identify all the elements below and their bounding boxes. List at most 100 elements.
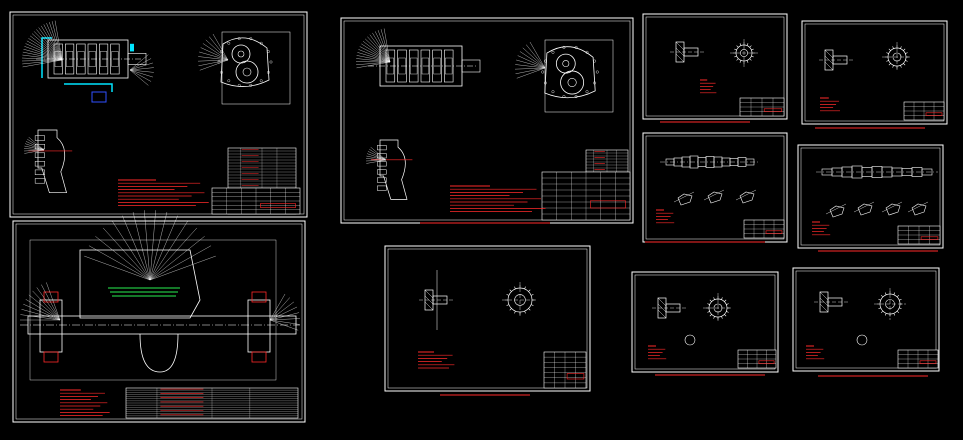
assembly-1-front-view-bolt bbox=[249, 37, 253, 41]
part-r1c2-spline bbox=[888, 63, 891, 66]
assembly-1-leader bbox=[36, 29, 63, 61]
assembly-1-leader bbox=[22, 51, 63, 61]
sheet-frame-shaft-r2c2 bbox=[797, 144, 944, 249]
title-block-name-cell bbox=[763, 108, 783, 112]
assembly-1-leader-fork bbox=[27, 139, 45, 151]
assembly-1-leader-fv bbox=[200, 47, 229, 61]
part-r3c2-spline bbox=[878, 298, 881, 301]
assembly-1-leader-fv bbox=[198, 56, 229, 61]
part-r1c2-spline bbox=[892, 65, 894, 68]
assembly-2-view-border bbox=[29, 239, 277, 381]
part-r3c2-spline bbox=[880, 310, 884, 314]
assembly-1-leader bbox=[43, 24, 63, 61]
assembly-3-leader bbox=[362, 41, 391, 63]
assembly-1-front-view-bore bbox=[242, 67, 252, 77]
part-r3c1-spline bbox=[709, 314, 712, 317]
assembly-1-leader bbox=[129, 67, 154, 71]
sheet-frame-part-r3c2 bbox=[792, 267, 940, 372]
part-cb-spline bbox=[524, 310, 526, 314]
assembly-2-leader bbox=[149, 227, 197, 281]
part-r1c2-spline bbox=[892, 46, 894, 49]
assembly-3-leader-fork bbox=[366, 159, 387, 164]
assembly-3-leader bbox=[358, 49, 391, 63]
part-r1c1-spline bbox=[749, 58, 752, 61]
assembly-2-leader bbox=[36, 287, 61, 321]
assembly-2-leader bbox=[103, 227, 151, 281]
part-r1c2-spline bbox=[903, 48, 906, 51]
assembly-1-front-view-gear-upper bbox=[231, 44, 251, 64]
assembly-1-housing-gear-hub bbox=[88, 51, 96, 67]
assembly-1-front-view-bolt bbox=[267, 50, 270, 53]
shaft-r2c2-step bbox=[921, 168, 933, 176]
assembly-3-housing-gear-hub bbox=[445, 57, 453, 75]
part-r1c2-spline bbox=[905, 60, 908, 62]
title-block-name-cell bbox=[920, 236, 939, 240]
assembly-1-leader-fv bbox=[212, 33, 229, 61]
part-cb-spline bbox=[530, 304, 534, 306]
sheet-inner-border bbox=[387, 248, 588, 389]
assembly-1-front-view-bolt bbox=[249, 83, 253, 87]
assembly-2-hub bbox=[39, 299, 63, 353]
assembly-3-leader-fv bbox=[516, 67, 546, 79]
assembly-2-leader bbox=[149, 210, 156, 281]
part-r3c2-spline bbox=[899, 307, 902, 310]
assembly-3-view-border bbox=[544, 39, 614, 113]
part-r1c1-bore bbox=[740, 49, 748, 57]
assembly-3-housing-gear-hub bbox=[421, 57, 429, 75]
sheet-inner-border bbox=[804, 23, 945, 122]
assembly-3-leader-fv bbox=[516, 59, 546, 69]
assembly-2-hub bbox=[247, 299, 271, 353]
part-r3c2-spline bbox=[878, 307, 881, 310]
sheet-frame-part-center-bottom bbox=[384, 245, 591, 392]
assembly-2-leader bbox=[88, 245, 151, 281]
assembly-3-leader-fork bbox=[366, 155, 387, 161]
sheet-inner-border bbox=[343, 20, 631, 221]
sheet-inner-border bbox=[795, 270, 937, 369]
sheet-frame-part-r1c1 bbox=[642, 13, 788, 120]
assembly-1-leader bbox=[22, 54, 63, 61]
shaft-r2c1-detail-leader bbox=[735, 189, 757, 201]
part-r3c1-spline bbox=[707, 311, 710, 313]
assembly-2-hub-red bbox=[43, 351, 59, 363]
part-cb-spline bbox=[506, 294, 510, 296]
assembly-1-leader-fork bbox=[24, 149, 45, 152]
assembly-3-fork-detent bbox=[377, 145, 387, 151]
assembly-1-front-view-bolt bbox=[269, 60, 273, 64]
assembly-3-leader bbox=[356, 61, 391, 65]
assembly-1-front-view-bolt bbox=[220, 71, 223, 74]
title-block-name-cell bbox=[566, 373, 585, 380]
shaft-r2c2-detail bbox=[857, 203, 873, 216]
title-block-name-cell bbox=[590, 200, 626, 209]
shaft-r2c1-detail bbox=[739, 191, 755, 204]
assembly-2-leader bbox=[122, 215, 151, 281]
sheet-frame-assembly-top-left bbox=[9, 11, 308, 218]
assembly-1-leader bbox=[46, 23, 63, 61]
assembly-1-leader bbox=[40, 25, 63, 61]
assembly-1-housing-case-wall bbox=[64, 83, 113, 92]
assembly-1-front-view-bolt bbox=[227, 41, 231, 45]
part-r3c2-spline bbox=[884, 292, 887, 295]
assembly-1-leader bbox=[129, 69, 152, 82]
assembly-3-front-view-gear-lower bbox=[560, 70, 585, 95]
assembly-2-leader bbox=[112, 220, 151, 281]
sheet-frames bbox=[9, 11, 948, 423]
assembly-1-leader bbox=[129, 69, 154, 73]
assembly-1-fork bbox=[37, 129, 67, 194]
part-r3c2-spline bbox=[893, 292, 896, 295]
assembly-3-housing-gear bbox=[420, 49, 431, 83]
assembly-1-housing-gear bbox=[99, 43, 109, 75]
part-cb-spline bbox=[528, 308, 531, 311]
assembly-1-leader-fv bbox=[198, 59, 229, 62]
assembly-3-leader-fv bbox=[515, 64, 546, 69]
assembly-3-fork bbox=[379, 139, 408, 200]
assembly-1-leader bbox=[49, 22, 63, 61]
assembly-2-leader bbox=[269, 319, 300, 325]
assembly-3-leader bbox=[356, 55, 391, 63]
assembly-3-front-view-bolt bbox=[585, 50, 589, 54]
assembly-3-front-view bbox=[544, 46, 596, 99]
part-r1c2-spline bbox=[888, 48, 891, 51]
assembly-3-front-view-gear-upper bbox=[555, 53, 576, 74]
title-block-name-cell bbox=[758, 360, 775, 364]
assembly-3-leader-fork bbox=[366, 153, 387, 161]
